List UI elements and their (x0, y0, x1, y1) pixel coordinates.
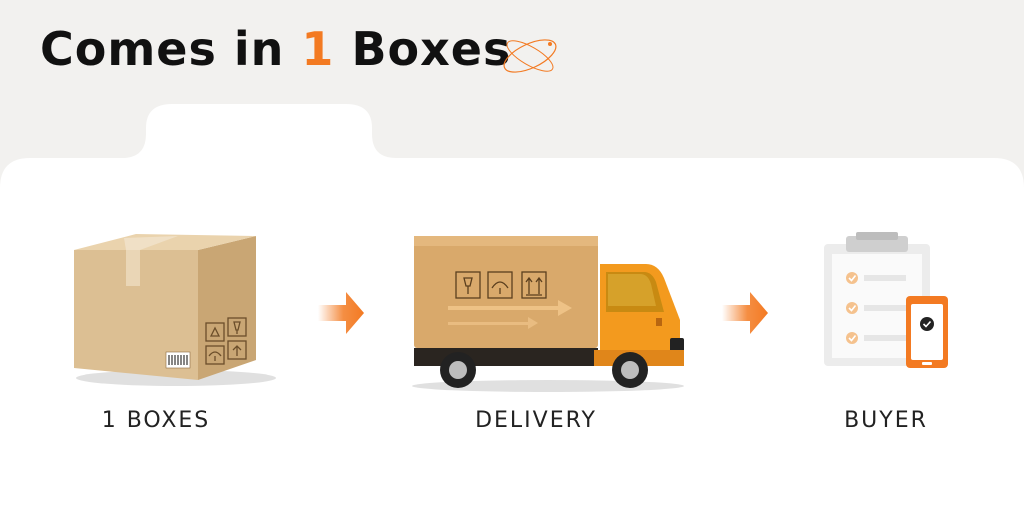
orbit-swirl-icon (503, 39, 557, 73)
cardboard-box-icon (74, 234, 276, 386)
step-label-boxes: 1 BOXES (101, 408, 211, 433)
page-title: Comes in 1 Boxes (40, 22, 512, 76)
arrow-right-icon (722, 292, 768, 334)
box-count: 1 (301, 22, 335, 76)
arrow-right-icon (318, 292, 364, 334)
step-label-buyer: BUYER (844, 408, 928, 433)
delivery-truck-icon (412, 236, 684, 392)
step-label-delivery: DELIVERY (475, 408, 597, 433)
clipboard-phone-icon (824, 232, 948, 368)
